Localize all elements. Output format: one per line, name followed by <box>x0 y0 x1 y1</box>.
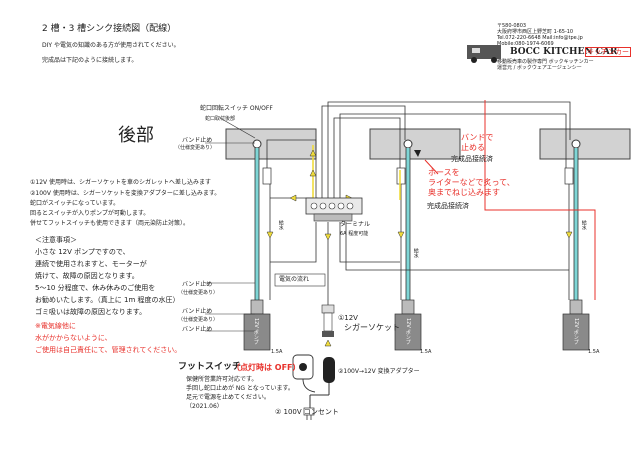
caution-line: 連続で使用されますと、モーターが <box>35 260 147 268</box>
band-stop-red-1: バンドで <box>461 133 494 142</box>
hose-pipes <box>255 148 578 300</box>
amp-left: 1.5A <box>271 349 283 355</box>
flow-label: 電気の流れ <box>279 276 310 283</box>
band-mid-note: （仕様変更あり） <box>178 290 219 296</box>
pump-left <box>243 299 271 351</box>
red-guides <box>424 100 596 300</box>
foot-switch-line: （2021.06） <box>186 403 223 410</box>
note-line: 併せてフットスイッチも使用できます（両元染防止対策）。 <box>30 220 190 227</box>
foot-switch-line: 手回し蛇口止めが NG となっています。 <box>186 385 294 392</box>
company-postal: 〒580-0803 <box>497 23 527 29</box>
amp-right: 1.5A <box>588 349 600 355</box>
terminal-note: 6A 程度可能 <box>340 231 369 237</box>
foot-switch-note: （点灯時は OFF） <box>232 363 301 372</box>
company-logo: BOCC KITCHEN CAR <box>510 47 618 57</box>
adapter-label: ②100V→12V 変換アダプター <box>338 368 420 375</box>
note-line: 蛇口がスイッチになっています。 <box>30 200 120 207</box>
company-stamp: キッチンカー <box>585 47 631 58</box>
faucet-switch-label: 蛇口回転スイッチ ON/OFF <box>200 105 273 112</box>
terminal-block <box>305 197 363 222</box>
band-mid-label: バンド止め <box>182 281 213 288</box>
band-bottom-label: バンド止め <box>182 326 213 333</box>
foot-switch-title: フットスイッチ <box>178 362 242 372</box>
intro-line-2: 完成品は下記のように接続します。 <box>42 57 138 64</box>
band-low-label: バンド止め <box>182 308 213 315</box>
sink-left <box>225 128 317 160</box>
company-tagline: 移動販売車の製作専門 ボックキッチンカー <box>497 59 594 65</box>
sink-center <box>369 128 461 160</box>
hose-red-3: 奥までねじ込みます <box>428 188 500 197</box>
company-tel: Tel.072-220-6648 Mail:info@tpe.jp <box>497 35 583 41</box>
hose-label-left: 給水 <box>277 220 284 230</box>
page-title: 2 槽・3 槽シンク接続図（配線） <box>42 24 177 34</box>
van-icon <box>467 45 501 63</box>
sink-right <box>539 128 631 160</box>
note-line: 回るとスイッチが入りポンプが可動します。 <box>30 210 150 217</box>
outlet-label: ② 100V コンセント <box>275 408 339 416</box>
pump-label-right: 12V ポンプ <box>572 318 579 345</box>
warning-line-2: 水がかからないように、 <box>35 334 112 342</box>
foot-switch <box>292 354 316 393</box>
pump-label-center: 12V ポンプ <box>404 318 411 345</box>
cigar-label: シガーソケット <box>344 323 400 332</box>
leader-lines <box>205 117 256 332</box>
hose-red-2: ライターなどで炙って、 <box>428 178 515 187</box>
pump-right <box>562 299 590 351</box>
pump-label-left: 12V ポンプ <box>252 318 259 345</box>
adapter <box>309 357 335 408</box>
warning-line-3: ご使用は自己責任にて、管理されてください。 <box>35 346 182 354</box>
caution-line: 焼けて、故障の原因となります。 <box>35 272 139 280</box>
outlet-icon <box>303 407 315 420</box>
caution-line: 5～10 分程度で、休み休みのご使用を <box>35 284 156 292</box>
band-top-label: バンド止め <box>182 137 213 144</box>
flow-arrows <box>266 149 573 347</box>
terminal-label: ターミナル <box>340 221 371 228</box>
note-line: ①12V 使用時は、シガーソケットを車のシガレットへ差し込みます <box>30 179 212 186</box>
caution-line: ゴミ吸いは故障の原因となります。 <box>35 308 147 316</box>
band-stop-red-2: 止める <box>461 143 485 152</box>
faucet-mount-label: 蛇口取付後部 <box>205 116 236 122</box>
caution-line: お勧めいたします。（真上に 1m 程度の水圧） <box>35 296 180 304</box>
warning-line-1: ※電気線他に <box>35 322 76 330</box>
band-low-note: （仕様変更あり） <box>178 317 219 323</box>
company-address: 大阪府堺市西区上野芝町 1-65-10 <box>497 29 574 35</box>
section-title: 後部 <box>118 125 154 146</box>
pump-center <box>394 299 422 351</box>
foot-switch-line: 足元で電源を止めてください。 <box>186 394 270 401</box>
intro-line-1: DIY や電気の知識のある方が使用されてください。 <box>42 42 180 49</box>
pointer-arrow <box>414 150 421 157</box>
hose-label-center: 給水 <box>412 248 419 258</box>
done-label-1: 完成品接続済 <box>451 155 493 163</box>
hose-label-right: 給水 <box>580 220 587 230</box>
cigar-socket <box>321 304 335 337</box>
company-mobile: Mobile:080-1974-6069 <box>497 41 554 47</box>
hose-red-1: ホースを <box>428 168 460 177</box>
company-operator: 運営元 / ボックウェアエージェンシー <box>497 65 582 71</box>
band-top-note: （仕様変更あり） <box>175 145 216 151</box>
caution-title: ＜注意事項＞ <box>35 236 77 244</box>
foot-switch-line: 保健所営業許可対応です。 <box>186 376 258 383</box>
done-label-2: 完成品接続済 <box>427 202 469 210</box>
amp-center: 1.5A <box>420 349 432 355</box>
cigar-number: ①12V <box>338 314 358 322</box>
note-line: ②100V 使用時は、シガーソケットを変換アダプターに差し込みます。 <box>30 190 221 197</box>
caution-line: 小さな 12V ポンプですので、 <box>35 248 130 256</box>
